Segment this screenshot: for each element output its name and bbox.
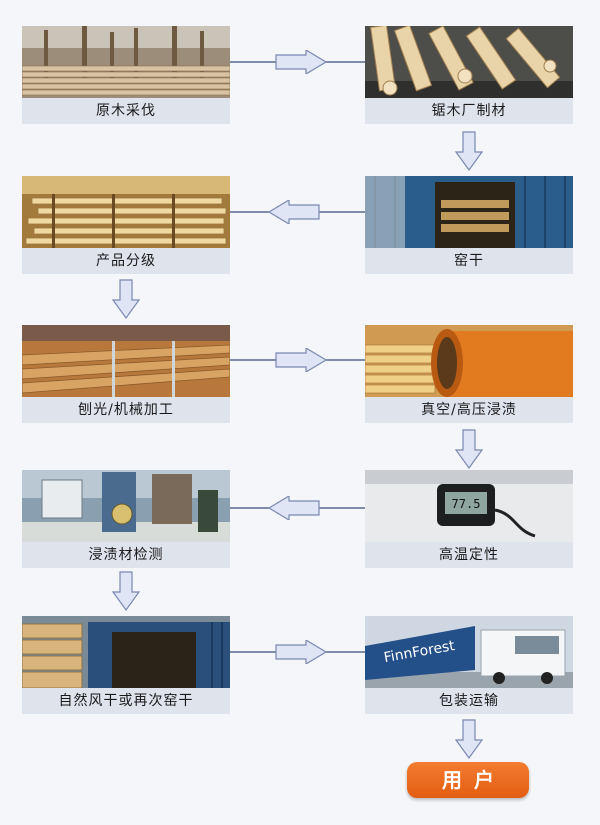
step-label-logging: 原木采伐 [22,98,230,124]
step-label-air-dry: 自然风干或再次窑干 [22,688,230,714]
arrow-down-4-icon [112,571,140,612]
step-label-inspection: 浸渍材检测 [22,542,230,568]
step-label-kiln-dry: 窑干 [365,248,573,274]
arrow-right-3-icon [230,640,365,664]
step-card-kiln-dry: 窑干 [365,176,573,274]
end-user-box: 用户 [407,762,529,798]
photo-heat-fix: 77.5 [365,470,573,542]
photo-inspection [22,470,230,542]
photo-planing [22,325,230,397]
arrow-left-2-icon [230,496,365,520]
photo-logging [22,26,230,98]
step-label-heat-fix: 高温定性 [365,542,573,568]
step-label-impregnation: 真空/高压浸渍 [365,397,573,423]
arrow-right-2-icon [230,348,365,372]
step-card-transport: FinnForest 包装运输 [365,616,573,714]
meter-reading-text: 77.5 [452,497,481,511]
arrow-down-3-icon [455,429,483,470]
step-card-heat-fix: 77.5 高温定性 [365,470,573,568]
step-label-grading: 产品分级 [22,248,230,274]
step-card-sawmill: 锯木厂制材 [365,26,573,124]
photo-grading [22,176,230,248]
step-card-air-dry: 自然风干或再次窑干 [22,616,230,714]
step-card-planing: 刨光/机械加工 [22,325,230,423]
photo-kiln [365,176,573,248]
arrow-down-2-icon [112,279,140,320]
step-card-logging: 原木采伐 [22,26,230,124]
step-label-sawmill: 锯木厂制材 [365,98,573,124]
step-label-planing: 刨光/机械加工 [22,397,230,423]
arrow-right-1-icon [230,50,365,74]
photo-air-dry [22,616,230,688]
photo-impregnation [365,325,573,397]
step-card-inspection: 浸渍材检测 [22,470,230,568]
photo-sawmill [365,26,573,98]
arrow-down-5-icon [455,719,483,760]
step-card-grading: 产品分级 [22,176,230,274]
step-card-impregnation: 真空/高压浸渍 [365,325,573,423]
step-label-transport: 包装运输 [365,688,573,714]
photo-transport: FinnForest [365,616,573,688]
arrow-down-1-icon [455,131,483,172]
arrow-left-1-icon [230,200,365,224]
